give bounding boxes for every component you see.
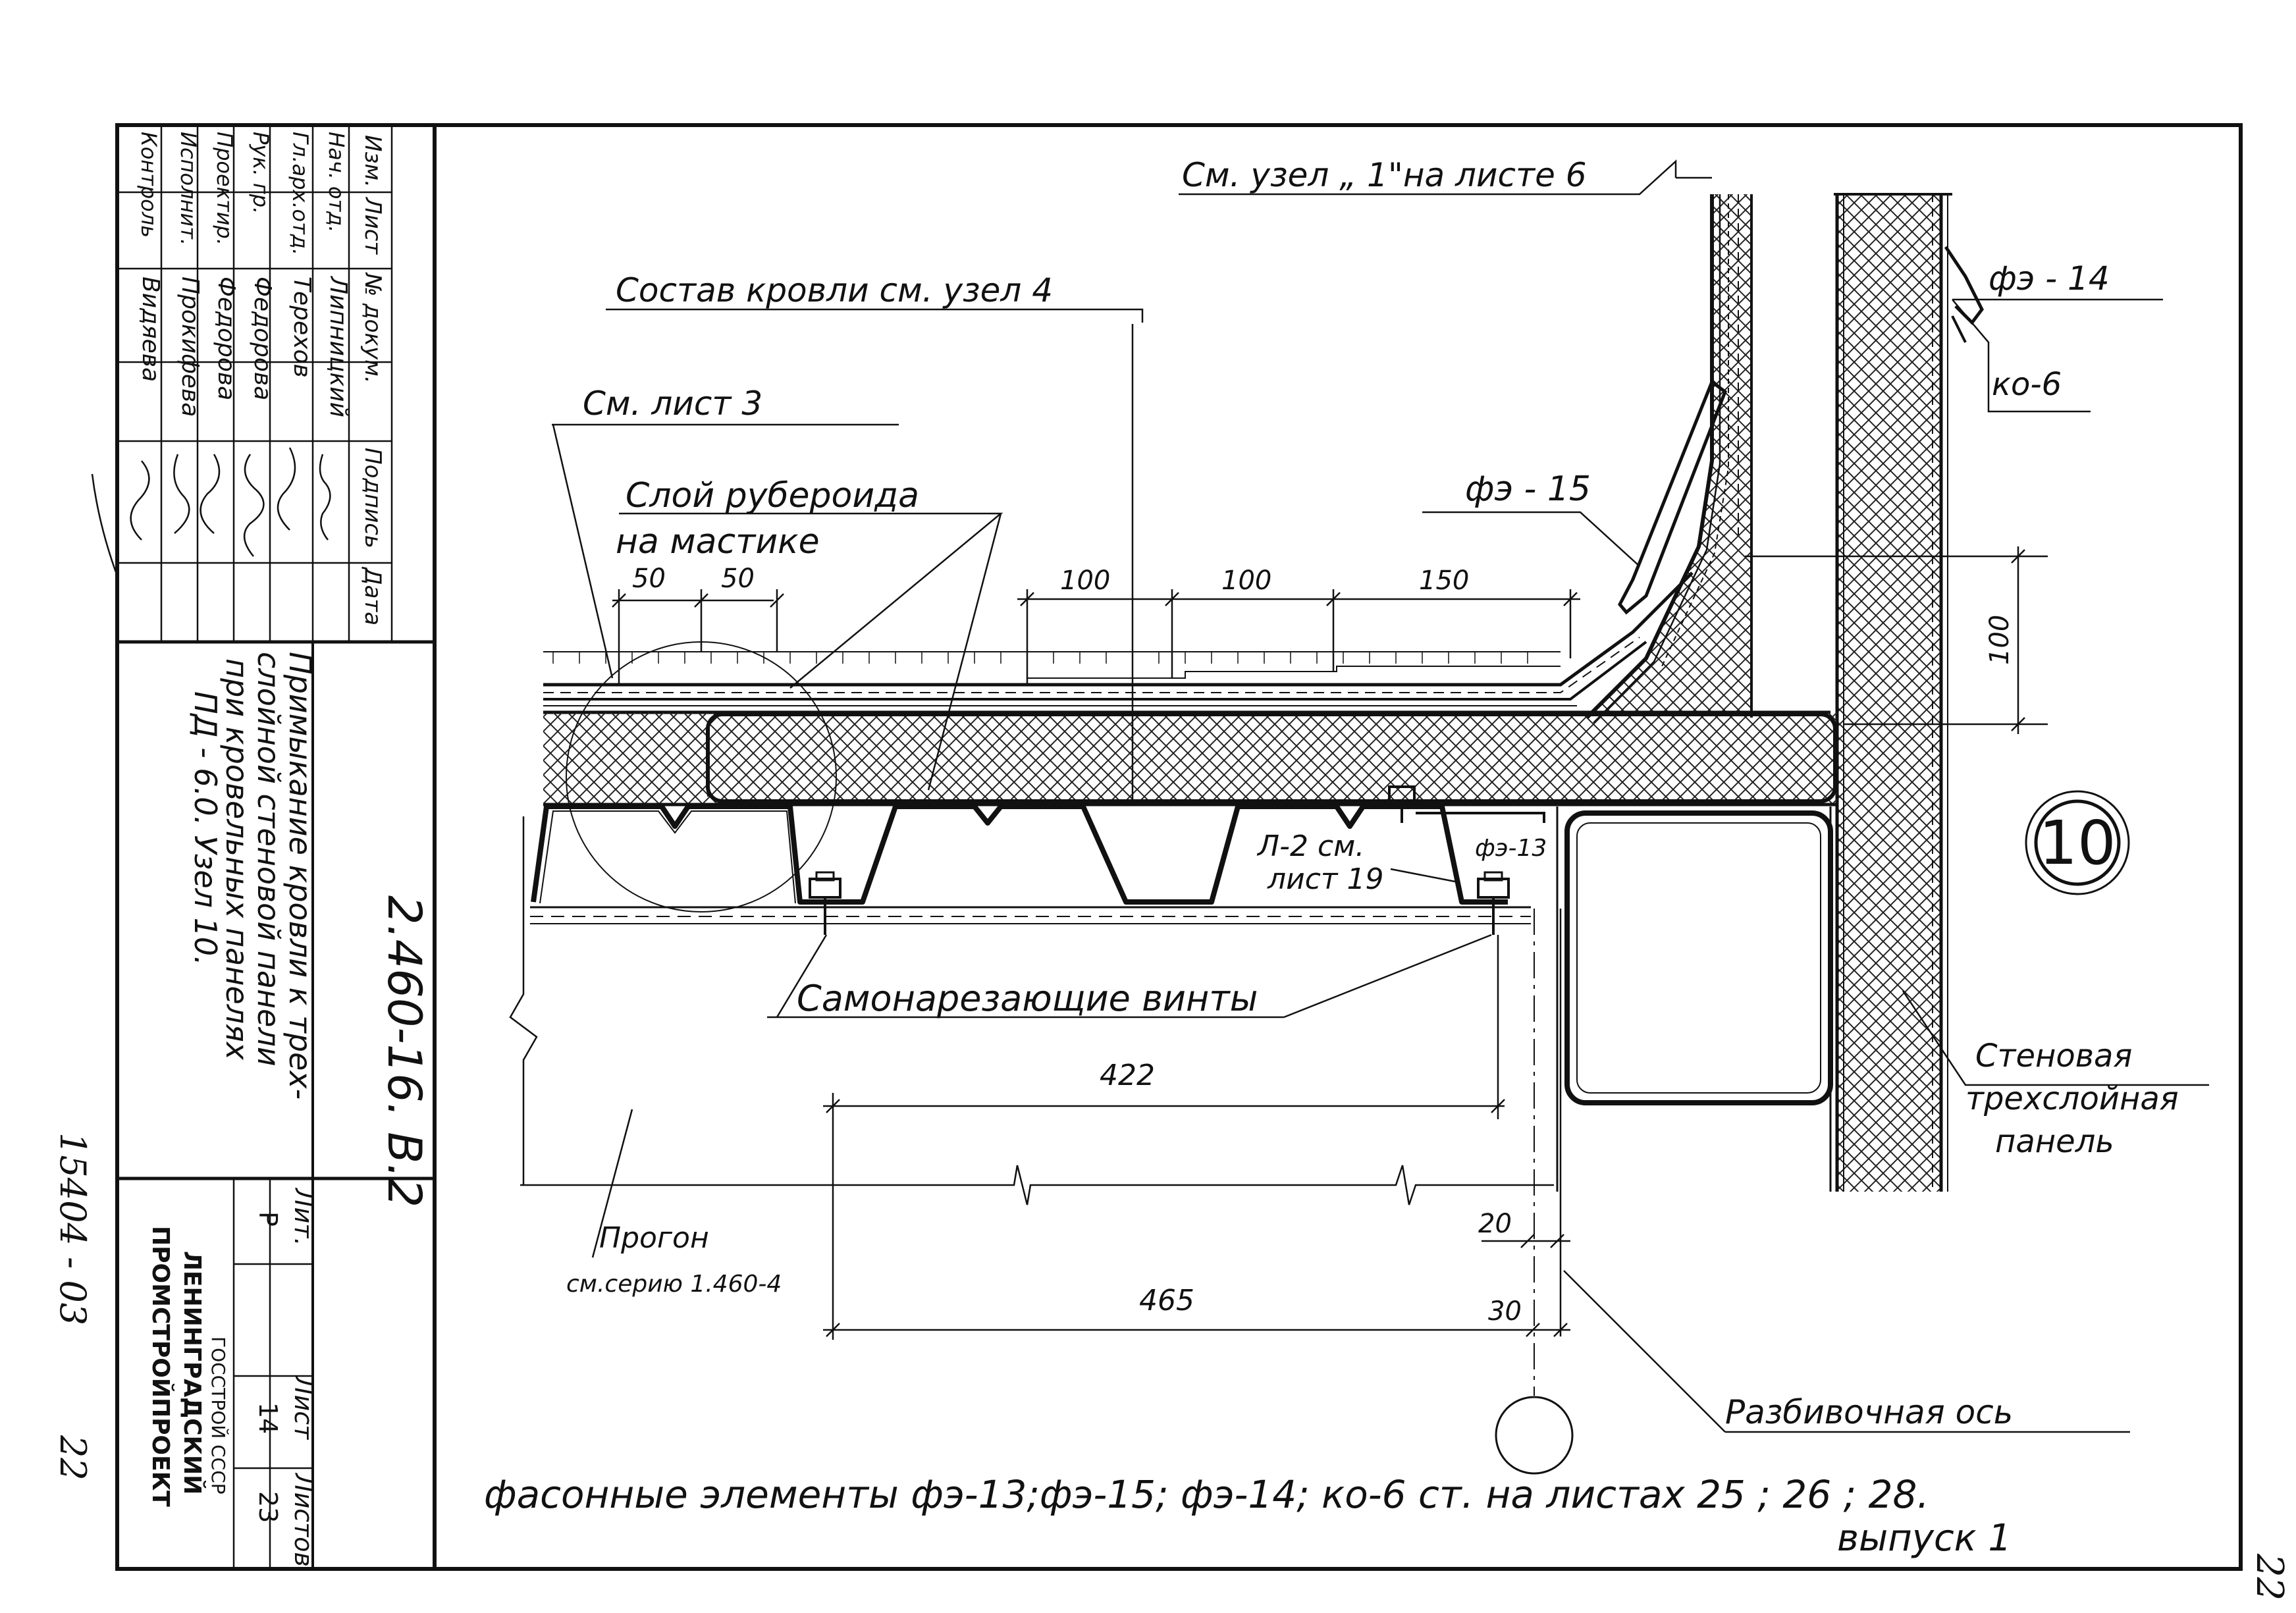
node-drawing (509, 159, 2209, 1475)
annotations: См. узел „ 1"на листе 6 Состав кровли см… (484, 156, 2179, 1560)
name-4: Прокифева (176, 277, 203, 417)
title-line-3: ПД - 6.0. Узел 10. (188, 691, 223, 966)
node-mark-number: 10 (2039, 808, 2116, 878)
dim-30: 30 (1488, 1296, 1522, 1327)
hdr-list: Лист (360, 196, 386, 255)
label-wall-1: Стеновая (1975, 1038, 2132, 1074)
break-lines (509, 816, 1554, 1205)
role-1: Гл.арх.отд. (288, 132, 313, 255)
label-wall-3: панель (1995, 1123, 2114, 1160)
name-5: Видяева (137, 277, 164, 382)
name-2: Федорова (249, 277, 276, 400)
sheet-label: Лист (289, 1375, 318, 1441)
dim-50a: 50 (632, 564, 666, 594)
signature-table: Изм. Лист № докум. Подпись Дата Нач. отд… (91, 125, 393, 642)
hdr-sign: Подпись (360, 448, 386, 548)
dim-422: 422 (1100, 1059, 1155, 1092)
label-l2-1: Л-2 см. (1256, 830, 1364, 863)
label-fe13: фэ-13 (1475, 835, 1547, 862)
name-3: Федорова (213, 277, 240, 400)
role-4: Исполнит. (176, 132, 201, 246)
dim-50b: 50 (721, 564, 755, 594)
org-line-0: ГОССТРОЙ СССР (207, 1336, 230, 1494)
signatures (91, 447, 331, 580)
dim-20: 20 (1478, 1209, 1512, 1239)
grid-axis (1495, 909, 1574, 1475)
label-axis: Разбивочная ось (1725, 1393, 2013, 1431)
dim-100b: 100 (1221, 566, 1271, 596)
name-0: Липницкий (325, 275, 352, 417)
screws (809, 785, 1510, 935)
org-line-1: ЛЕНИНГРАДСКИЙ (178, 1251, 206, 1494)
role-0: Нач. отд. (324, 132, 349, 232)
label-ruberoid-2: на мастике (616, 522, 820, 562)
title-line-0: Примыкание кровли к трех- (282, 652, 318, 1099)
title-line-2: при кровельных панелях (219, 658, 255, 1061)
label-purlin-1: Прогон (599, 1221, 709, 1255)
column (1556, 806, 1833, 1192)
title-line-1: слойной стеновой панели (251, 652, 286, 1067)
dimensions (612, 546, 2048, 1340)
title-block: Изм. Лист № докум. Подпись Дата Нач. отд… (91, 125, 436, 1569)
dim-150: 150 (1419, 566, 1469, 596)
purlin (530, 906, 1531, 924)
label-l2-2: лист 19 (1267, 862, 1384, 896)
label-roof-composition: Состав кровли см. узел 4 (616, 271, 1053, 309)
label-ko6: ко-6 (1992, 366, 2062, 403)
lit-value: Р (254, 1211, 282, 1227)
label-see-node1: См. узел „ 1"на листе 6 (1182, 156, 1587, 194)
sheet-value: 14 (254, 1402, 282, 1434)
hdr-date: Дата (360, 566, 386, 625)
leaders (552, 159, 2209, 1433)
sheet-info: Лит. Лист Листов Р 14 23 ГОССТРОЙ СССР Л… (147, 1178, 318, 1569)
role-3: Проектир. (212, 132, 237, 246)
lit-label: Лит. (289, 1187, 318, 1246)
label-fe15: фэ - 15 (1465, 469, 1591, 509)
label-screws: Самонарезающие винты (797, 978, 1258, 1019)
dim-100v: 100 (1985, 615, 2015, 665)
sheets-value: 23 (254, 1491, 282, 1523)
steel-deck (531, 804, 1508, 905)
wall-panel (1834, 193, 1952, 1192)
hdr-doc: № докум. (360, 272, 386, 384)
hdr-izm: Изм. (360, 135, 386, 188)
label-purlin-2: см.серию 1.460-4 (566, 1271, 782, 1298)
dim-465: 465 (1139, 1284, 1194, 1317)
flashing-fe15 (1618, 379, 1728, 615)
axis-bubble (1495, 1396, 1574, 1475)
org-line-2: ПРОМСТРОЙПРОЕКТ (147, 1226, 174, 1507)
drawing-title: Примыкание кровли к трех- слойной стенов… (188, 652, 318, 1099)
node-mark-inner (2034, 799, 2121, 886)
roof-panel-insulation (543, 712, 1837, 806)
role-5: Контроль (136, 132, 161, 238)
archive-number: 15404 - 03 (52, 1132, 93, 1325)
flashing-fe13 (1416, 812, 1545, 823)
label-fe14: фэ - 14 (1989, 259, 2110, 298)
label-wall-2: трехслойная (1965, 1080, 2179, 1117)
name-1: Терехов (288, 277, 315, 378)
archive-page: 22 (52, 1435, 93, 1481)
role-2: Рук. гр. (248, 132, 273, 214)
bottom-note-1: фасонные элементы фэ-13;фэ-15; фэ-14; ко… (484, 1472, 1929, 1517)
bottom-note-2: выпуск 1 (1837, 1517, 2012, 1560)
sheet-number-right: 22 (2248, 1553, 2291, 1600)
label-ruberoid-1: Слой рубероида (626, 476, 919, 516)
drawing-code: 2.460-16. В.2 (377, 895, 431, 1207)
label-see-sheet3: См. лист 3 (583, 384, 762, 423)
dim-100a: 100 (1060, 566, 1110, 596)
parapet-insulation (1585, 194, 1753, 724)
sheets-label: Листов (289, 1472, 318, 1567)
node-mark-outer (2025, 790, 2130, 895)
